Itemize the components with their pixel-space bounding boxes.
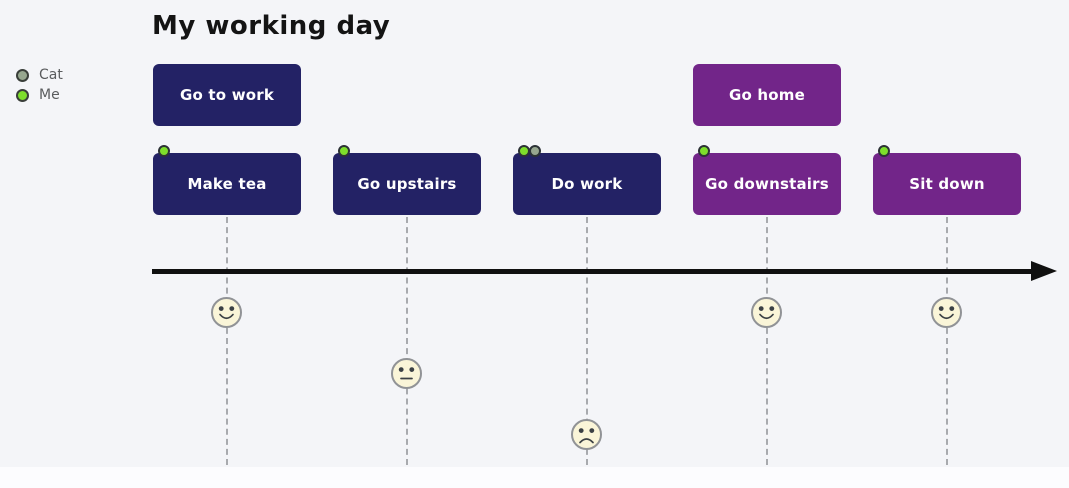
me-swatch-icon [16,88,29,102]
me-marker-icon [158,145,170,157]
happy-face-icon [210,296,243,329]
event-box-sit-down[interactable]: Sit down [873,145,1021,215]
event-label: Do work [551,175,623,193]
event-box-do-work[interactable]: Do work [513,145,661,215]
event-box-go-to-work[interactable]: Go to work [153,64,301,126]
guide-line [226,217,228,465]
sad-face-icon [570,418,603,451]
legend: Cat Me [16,65,63,105]
guide-line [586,217,588,465]
event-box-go-downstairs[interactable]: Go downstairs [693,145,841,215]
guide-line [946,217,948,465]
me-marker-icon [878,145,890,157]
event-label: Go downstairs [705,175,829,193]
legend-item-me: Me [16,85,63,105]
neutral-face-icon [390,357,423,390]
happy-face-icon [750,296,783,329]
event-label: Sit down [909,175,985,193]
event-label: Go upstairs [357,175,457,193]
guide-line [766,217,768,465]
me-marker-icon [338,145,350,157]
event-box-go-home[interactable]: Go home [693,64,841,126]
event-label: Go to work [179,86,275,104]
timeline-arrowhead-icon [1031,261,1057,281]
me-marker-icon [698,145,710,157]
event-box-make-tea[interactable]: Make tea [153,145,301,215]
legend-item-cat: Cat [16,65,63,85]
cat-marker-icon [529,145,541,157]
page-title: My working day [152,11,391,41]
bottom-margin-strip [0,467,1069,488]
event-label: Go home [728,86,806,104]
happy-face-icon [930,296,963,329]
guide-line [406,217,408,465]
event-label: Make tea [187,175,267,193]
legend-label: Me [39,87,60,103]
timeline-axis [152,269,1033,274]
event-box-go-upstairs[interactable]: Go upstairs [333,145,481,215]
legend-label: Cat [39,67,63,83]
cat-swatch-icon [16,68,29,82]
